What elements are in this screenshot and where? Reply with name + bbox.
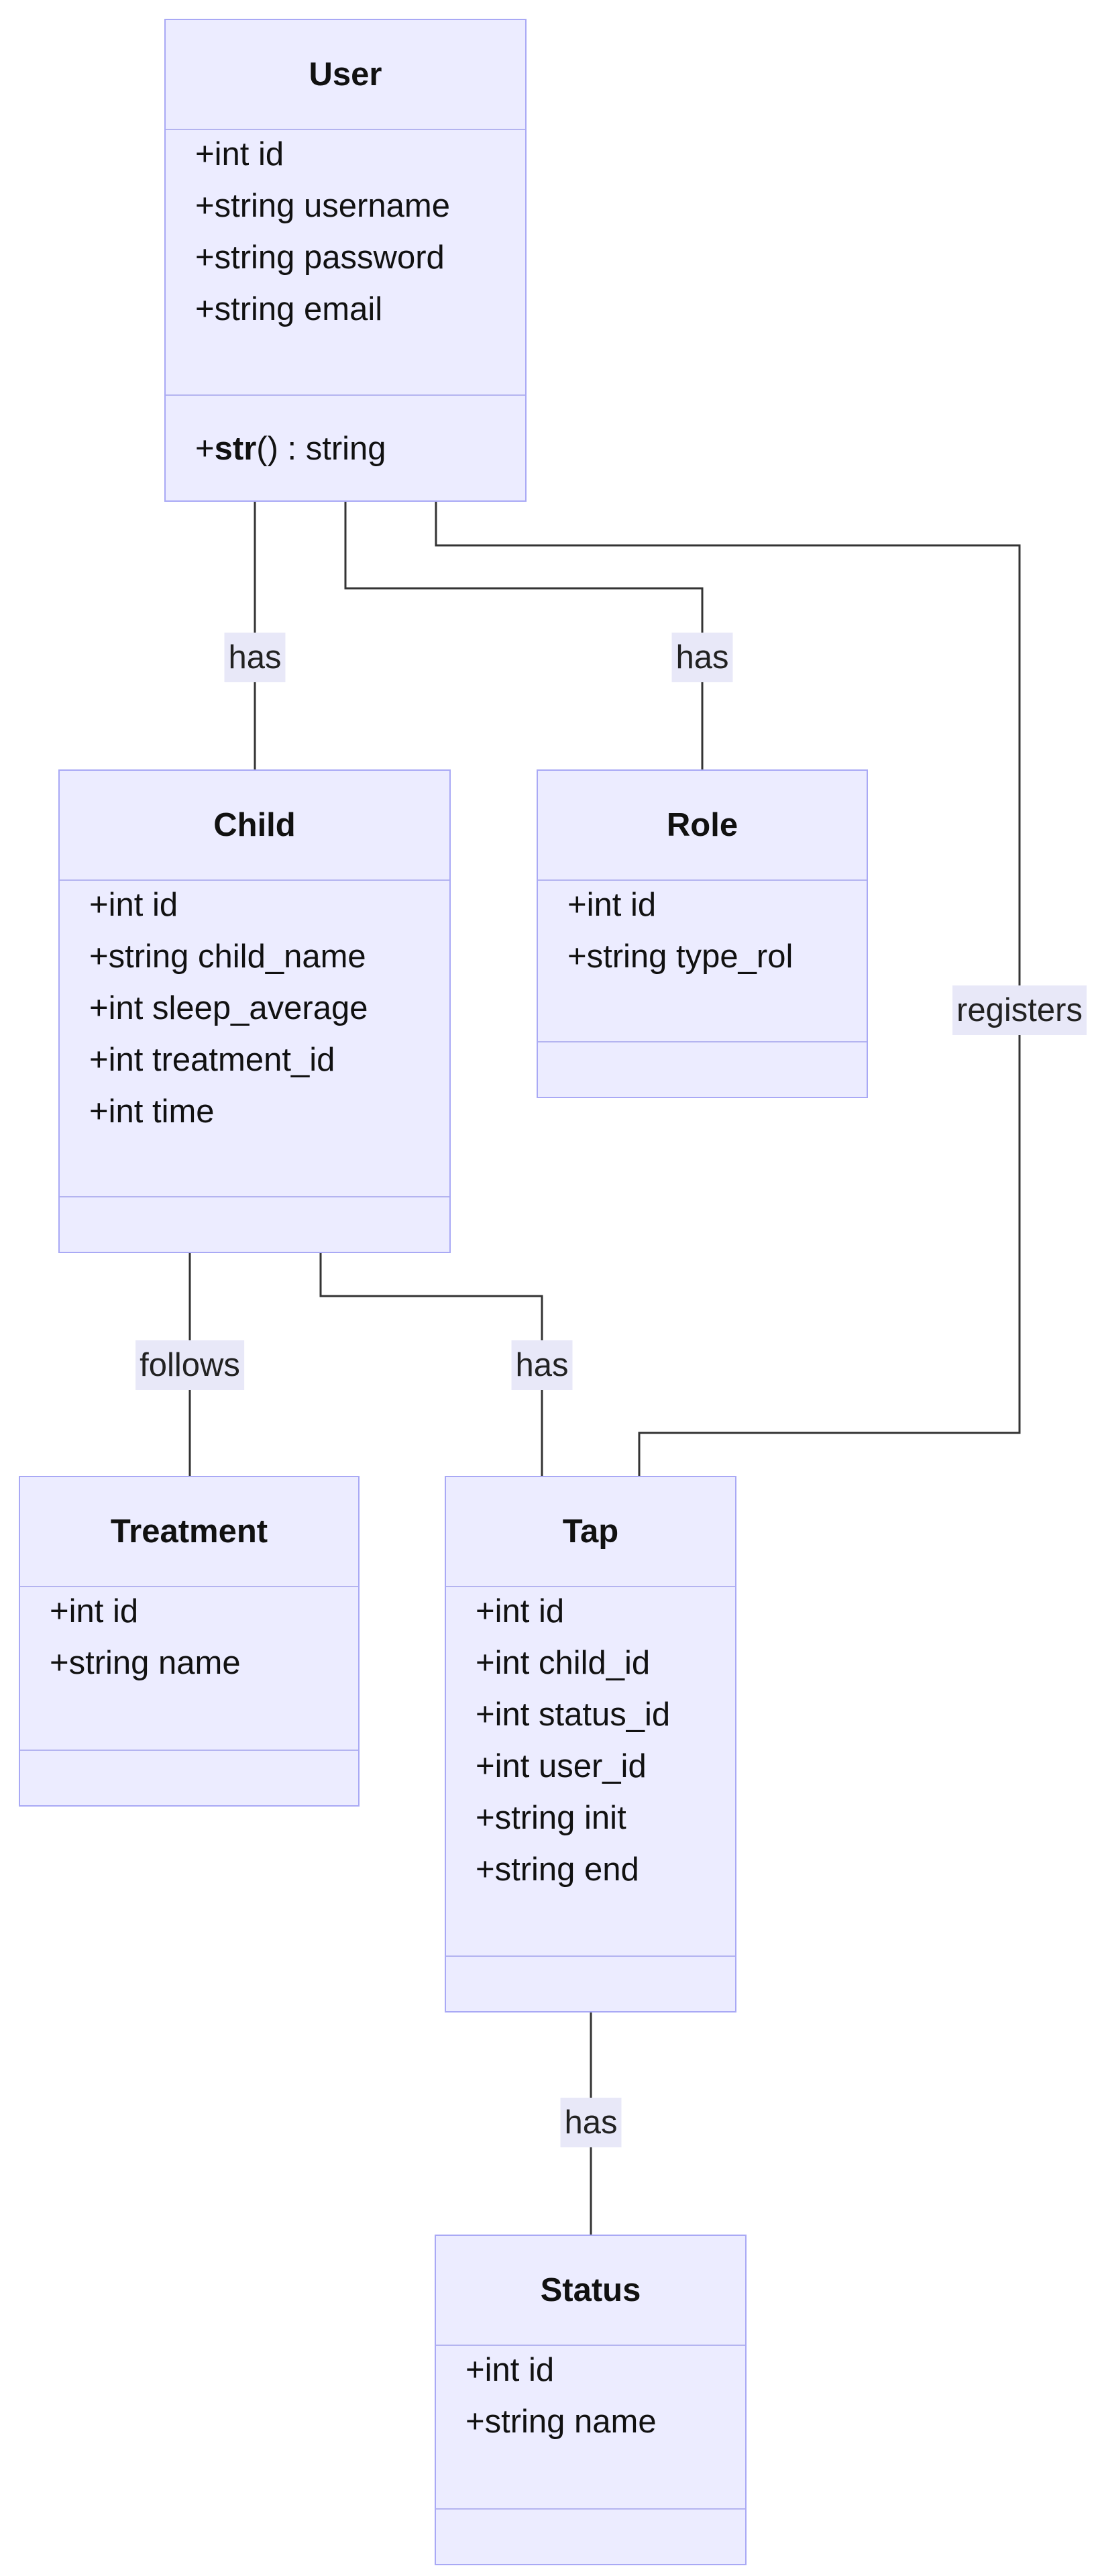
edge-label-user-child: has — [224, 633, 286, 682]
edge-user-role — [344, 502, 704, 769]
separator — [166, 129, 525, 130]
attribute-list: +int id +int child_id +int status_id +in… — [476, 1586, 730, 1896]
separator — [538, 1041, 867, 1042]
attribute: +string end — [476, 1851, 639, 1888]
attribute-list: +int id +string type_rol — [567, 879, 861, 983]
class-name: Treatment — [110, 1513, 268, 1550]
attribute: +int id — [89, 887, 178, 923]
separator — [538, 879, 867, 881]
separator — [60, 879, 449, 881]
class-user[interactable]: User +int id +string username +string pa… — [164, 19, 527, 502]
attribute: +int id — [195, 136, 284, 172]
attribute-list: +int id +string child_name +int sleep_av… — [89, 879, 444, 1138]
attribute: +int id — [465, 2352, 555, 2388]
separator — [20, 1750, 358, 1751]
attribute: +string init — [476, 1800, 626, 1836]
edge-label-child-treatment: follows — [135, 1340, 244, 1390]
method-list: +str() : string — [195, 394, 520, 503]
method-signature: () : string — [256, 431, 386, 467]
attribute: +string password — [195, 239, 445, 276]
attribute: +string name — [465, 2404, 657, 2440]
class-treatment[interactable]: Treatment +int id +string name — [19, 1476, 360, 1807]
attribute-list: +int id +string username +string passwor… — [195, 129, 520, 335]
attribute: +int time — [89, 1093, 215, 1130]
edge-label-child-tap: has — [511, 1340, 573, 1390]
separator — [446, 1586, 735, 1587]
separator — [60, 1196, 449, 1197]
attribute: +string email — [195, 291, 383, 327]
class-name: Tap — [562, 1513, 619, 1550]
attribute: +int child_id — [476, 1645, 651, 1681]
edge-label-user-tap: registers — [952, 985, 1087, 1035]
edge-label-user-role: has — [671, 633, 733, 682]
attribute: +int sleep_average — [89, 990, 368, 1026]
attribute-list: +int id +string name — [465, 2345, 740, 2448]
attribute: +int treatment_id — [89, 1042, 335, 1078]
class-name: Role — [666, 807, 738, 843]
class-tap[interactable]: Tap +int id +int child_id +int status_id… — [445, 1476, 736, 2012]
attribute: +int id — [476, 1593, 565, 1629]
attribute: +string name — [50, 1645, 241, 1681]
separator — [446, 1955, 735, 1957]
method-name: str — [214, 431, 257, 467]
attribute: +string child_name — [89, 938, 366, 975]
separator — [436, 2345, 745, 2346]
class-status[interactable]: Status +int id +string name — [435, 2235, 747, 2565]
class-role[interactable]: Role +int id +string type_rol — [537, 769, 868, 1098]
attribute: +string username — [195, 188, 450, 224]
separator — [436, 2508, 745, 2510]
class-name: Status — [540, 2272, 641, 2308]
method-visibility: + — [195, 431, 215, 467]
attribute: +int id — [50, 1593, 139, 1629]
class-name: Child — [213, 807, 296, 843]
attribute-list: +int id +string name — [50, 1586, 353, 1689]
edge-label-tap-status: has — [560, 2098, 622, 2147]
attribute: +int id — [567, 887, 657, 923]
attribute: +int user_id — [476, 1748, 647, 1784]
separator — [20, 1586, 358, 1587]
edge-child-tap — [319, 1253, 543, 1476]
method: +str() : string — [195, 394, 520, 503]
class-name: User — [309, 56, 382, 93]
attribute: +int status_id — [476, 1697, 671, 1733]
class-child[interactable]: Child +int id +string child_name +int sl… — [58, 769, 451, 1253]
separator — [166, 394, 525, 396]
attribute: +string type_rol — [567, 938, 793, 975]
